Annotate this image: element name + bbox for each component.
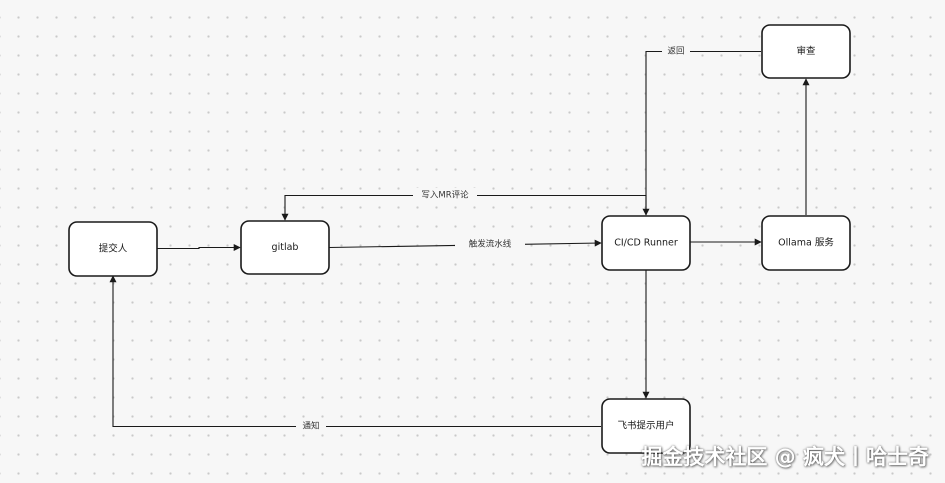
node-review-label: 审查 [796, 45, 816, 57]
node-gitlab-label: gitlab [272, 242, 299, 253]
node-committer[interactable]: 提交人 [68, 221, 158, 277]
node-ollama[interactable]: Ollama 服务 [761, 215, 851, 271]
edge-review-to-runner [642, 50, 761, 216]
node-runner-label: CI/CD Runner [614, 238, 678, 249]
edge-label-trigger: 触发流水线 [469, 239, 512, 250]
edge-label-notify: 通知 [302, 421, 319, 432]
edge-committer-to-gitlab [157, 244, 241, 251]
node-ollama-label: Ollama 服务 [778, 237, 834, 249]
node-review[interactable]: 审查 [761, 24, 851, 79]
node-feishu[interactable]: 飞书提示用户 [601, 398, 691, 454]
node-feishu-label: 飞书提示用户 [617, 420, 674, 432]
node-gitlab[interactable]: gitlab [240, 220, 330, 275]
edge-feishu-to-committer [109, 275, 601, 428]
node-runner[interactable]: CI/CD Runner [601, 215, 691, 271]
edge-label-return: 返回 [667, 46, 684, 57]
node-committer-label: 提交人 [99, 243, 128, 255]
watermark: 掘金技术社区 @ 疯犬丨哈士奇 [641, 445, 929, 469]
edge-label-write-mr: 写入MR评论 [421, 190, 469, 201]
edge-labels: 返回 写入MR评论 触发流水线 通知 [296, 44, 690, 434]
